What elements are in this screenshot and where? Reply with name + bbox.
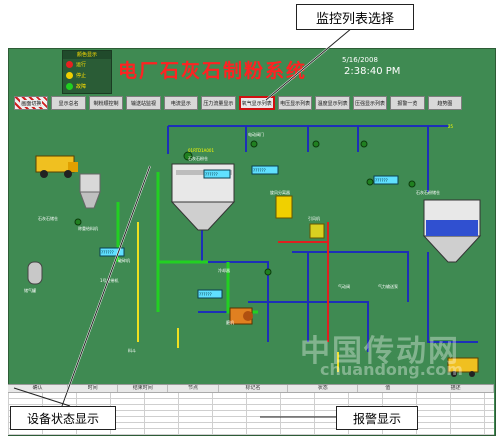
readout-value-1: ?????? — [205, 172, 218, 177]
alarm-col-value[interactable]: 值 — [358, 385, 419, 392]
monitor-list-nav: 画面切换 显示总名 制粉顺控制 输送站监视 电流显示 压力流量显示 氧气显示列表… — [14, 96, 463, 110]
nav-current-button[interactable]: 电流显示 — [163, 96, 199, 110]
alarm-col-end-time[interactable]: 结束时间 — [118, 385, 169, 392]
fan-label: 引风机 — [308, 215, 320, 221]
alarm-header-row: 确认 时间 结束时间 节点 标记名 状态 值 描述 — [8, 385, 494, 393]
readout-value-5: ?????? — [199, 292, 212, 297]
status-light-label: 停止 — [76, 73, 87, 79]
gas-tank-label: 储气罐 — [24, 287, 36, 293]
date-display: 5/16/2008 — [342, 56, 378, 64]
time-display: 2:38:40 PM — [344, 66, 401, 77]
status-light-panel: 颜色显示 运行 停止 故障 — [62, 50, 112, 94]
nav-pressure-flow-button[interactable]: 压力流量显示 — [201, 96, 236, 110]
hopper-label: 料斗 — [128, 347, 136, 353]
alarm-col-tag[interactable]: 标记名 — [219, 385, 289, 392]
cooler-label: 冷却器 — [218, 267, 230, 273]
nav-label: 制粉顺控制 — [93, 100, 119, 107]
crusher-label: 破碎机 — [118, 257, 130, 263]
nav-label: 显示总名 — [58, 100, 79, 107]
nav-name-display-button[interactable]: 显示总名 — [51, 96, 86, 110]
mill-machine[interactable] — [229, 307, 253, 325]
induced-fan[interactable] — [309, 223, 325, 239]
nav-screen-switch-button[interactable]: 画面切换 — [14, 96, 49, 110]
status-light-run: 运行 — [63, 59, 111, 70]
nav-label: 温度显示列表 — [317, 100, 348, 107]
left-silo-label: 石灰石储仓 — [38, 215, 58, 221]
watermark: 中国传动网 — [300, 334, 460, 369]
left-silo[interactable] — [79, 173, 101, 209]
nav-mill-control-button[interactable]: 制粉顺控制 — [88, 96, 124, 110]
air-pump-label: 气力输送泵 — [378, 283, 398, 289]
readout-value-2: ?????? — [253, 168, 266, 173]
tag-number: 01RTD1A001 — [188, 148, 214, 153]
yellow-light-icon — [66, 72, 73, 79]
watermark-en: chuandong.com — [320, 360, 463, 379]
air-pipe — [278, 222, 329, 342]
callout-top-text: 监控列表选择 — [315, 11, 394, 27]
alarm-col-confirm[interactable]: 确认 — [8, 385, 69, 392]
readout-value-3: ?????? — [375, 178, 388, 183]
callout-bl-text: 设备状态显示 — [26, 411, 99, 426]
nav-label: 报警一览 — [397, 100, 418, 107]
belt-label: 1号皮带机 — [100, 277, 119, 283]
callout-br-text: 报警显示 — [352, 411, 401, 426]
alarm-col-status[interactable]: 状态 — [288, 385, 359, 392]
status-light-label: 运行 — [76, 62, 87, 68]
nav-label: 电压显示列表 — [280, 100, 311, 107]
count-label: 25 — [448, 124, 454, 129]
nav-alarm-list-button[interactable]: 报警一览 — [390, 96, 425, 110]
status-light-stop: 停止 — [63, 70, 111, 81]
mill-bin-label: 石灰石粉仓 — [188, 155, 208, 161]
nav-label: 压强显示列表 — [355, 100, 386, 107]
status-light-fault: 故障 — [63, 81, 111, 92]
right-silo-label: 石灰石粉储仓 — [416, 189, 440, 195]
callout-device-status: 设备状态显示 — [10, 406, 116, 430]
nav-label: 输送站监视 — [130, 100, 156, 107]
alarm-col-time[interactable]: 时间 — [68, 385, 119, 392]
nav-temperature-list-button[interactable]: 温度显示列表 — [315, 96, 350, 110]
nav-pressure-list-button[interactable]: 压强显示列表 — [352, 96, 388, 110]
valve2-label: 气动阀 — [338, 283, 350, 289]
readout-value-4: ?????? — [101, 250, 114, 255]
nav-voltage-list-button[interactable]: 电压显示列表 — [277, 96, 313, 110]
nav-label: 压力流量显示 — [203, 100, 234, 107]
nav-label: 画面切换 — [20, 99, 43, 107]
status-light-label: 故障 — [76, 84, 87, 90]
weigh-feeder-label: 称重给料机 — [78, 225, 98, 231]
page-title: 电厂石灰石制粉系统 — [118, 60, 308, 82]
nav-label: 趋势图 — [437, 100, 453, 107]
nav-conveyor-button[interactable]: 输送站监视 — [126, 96, 161, 110]
mill-label: 磨机 — [226, 319, 234, 325]
gas-tank[interactable] — [27, 261, 43, 285]
callout-monitor-list: 监控列表选择 — [296, 4, 414, 30]
status-light-header: 颜色显示 — [63, 51, 111, 59]
cyclone-separator[interactable] — [275, 195, 293, 219]
valve1-label: 电动阀门 — [248, 131, 264, 137]
green-light-icon — [66, 83, 73, 90]
alarm-col-description[interactable]: 描述 — [418, 385, 494, 392]
callout-alarm: 报警显示 — [336, 406, 418, 430]
right-storage-silo[interactable] — [422, 199, 482, 263]
nav-trend-button[interactable]: 趋势图 — [427, 96, 463, 110]
red-light-icon — [66, 61, 73, 68]
alarm-col-node[interactable]: 节点 — [168, 385, 219, 392]
readout-values: ?????? ?????? ?????? ?????? ?????? — [101, 168, 388, 297]
separator-label: 旋风分离器 — [270, 189, 290, 195]
nav-label: 氧气显示列表 — [241, 100, 272, 107]
tag-labels: 01RTD1A001 25 — [188, 124, 454, 153]
nav-label: 电流显示 — [170, 100, 191, 107]
nav-oxygen-list-button[interactable]: 氧气显示列表 — [238, 96, 275, 110]
motor-icons — [74, 140, 416, 276]
readouts — [99, 165, 399, 299]
dump-truck-left — [35, 155, 78, 178]
dump-truck-right — [447, 357, 479, 377]
